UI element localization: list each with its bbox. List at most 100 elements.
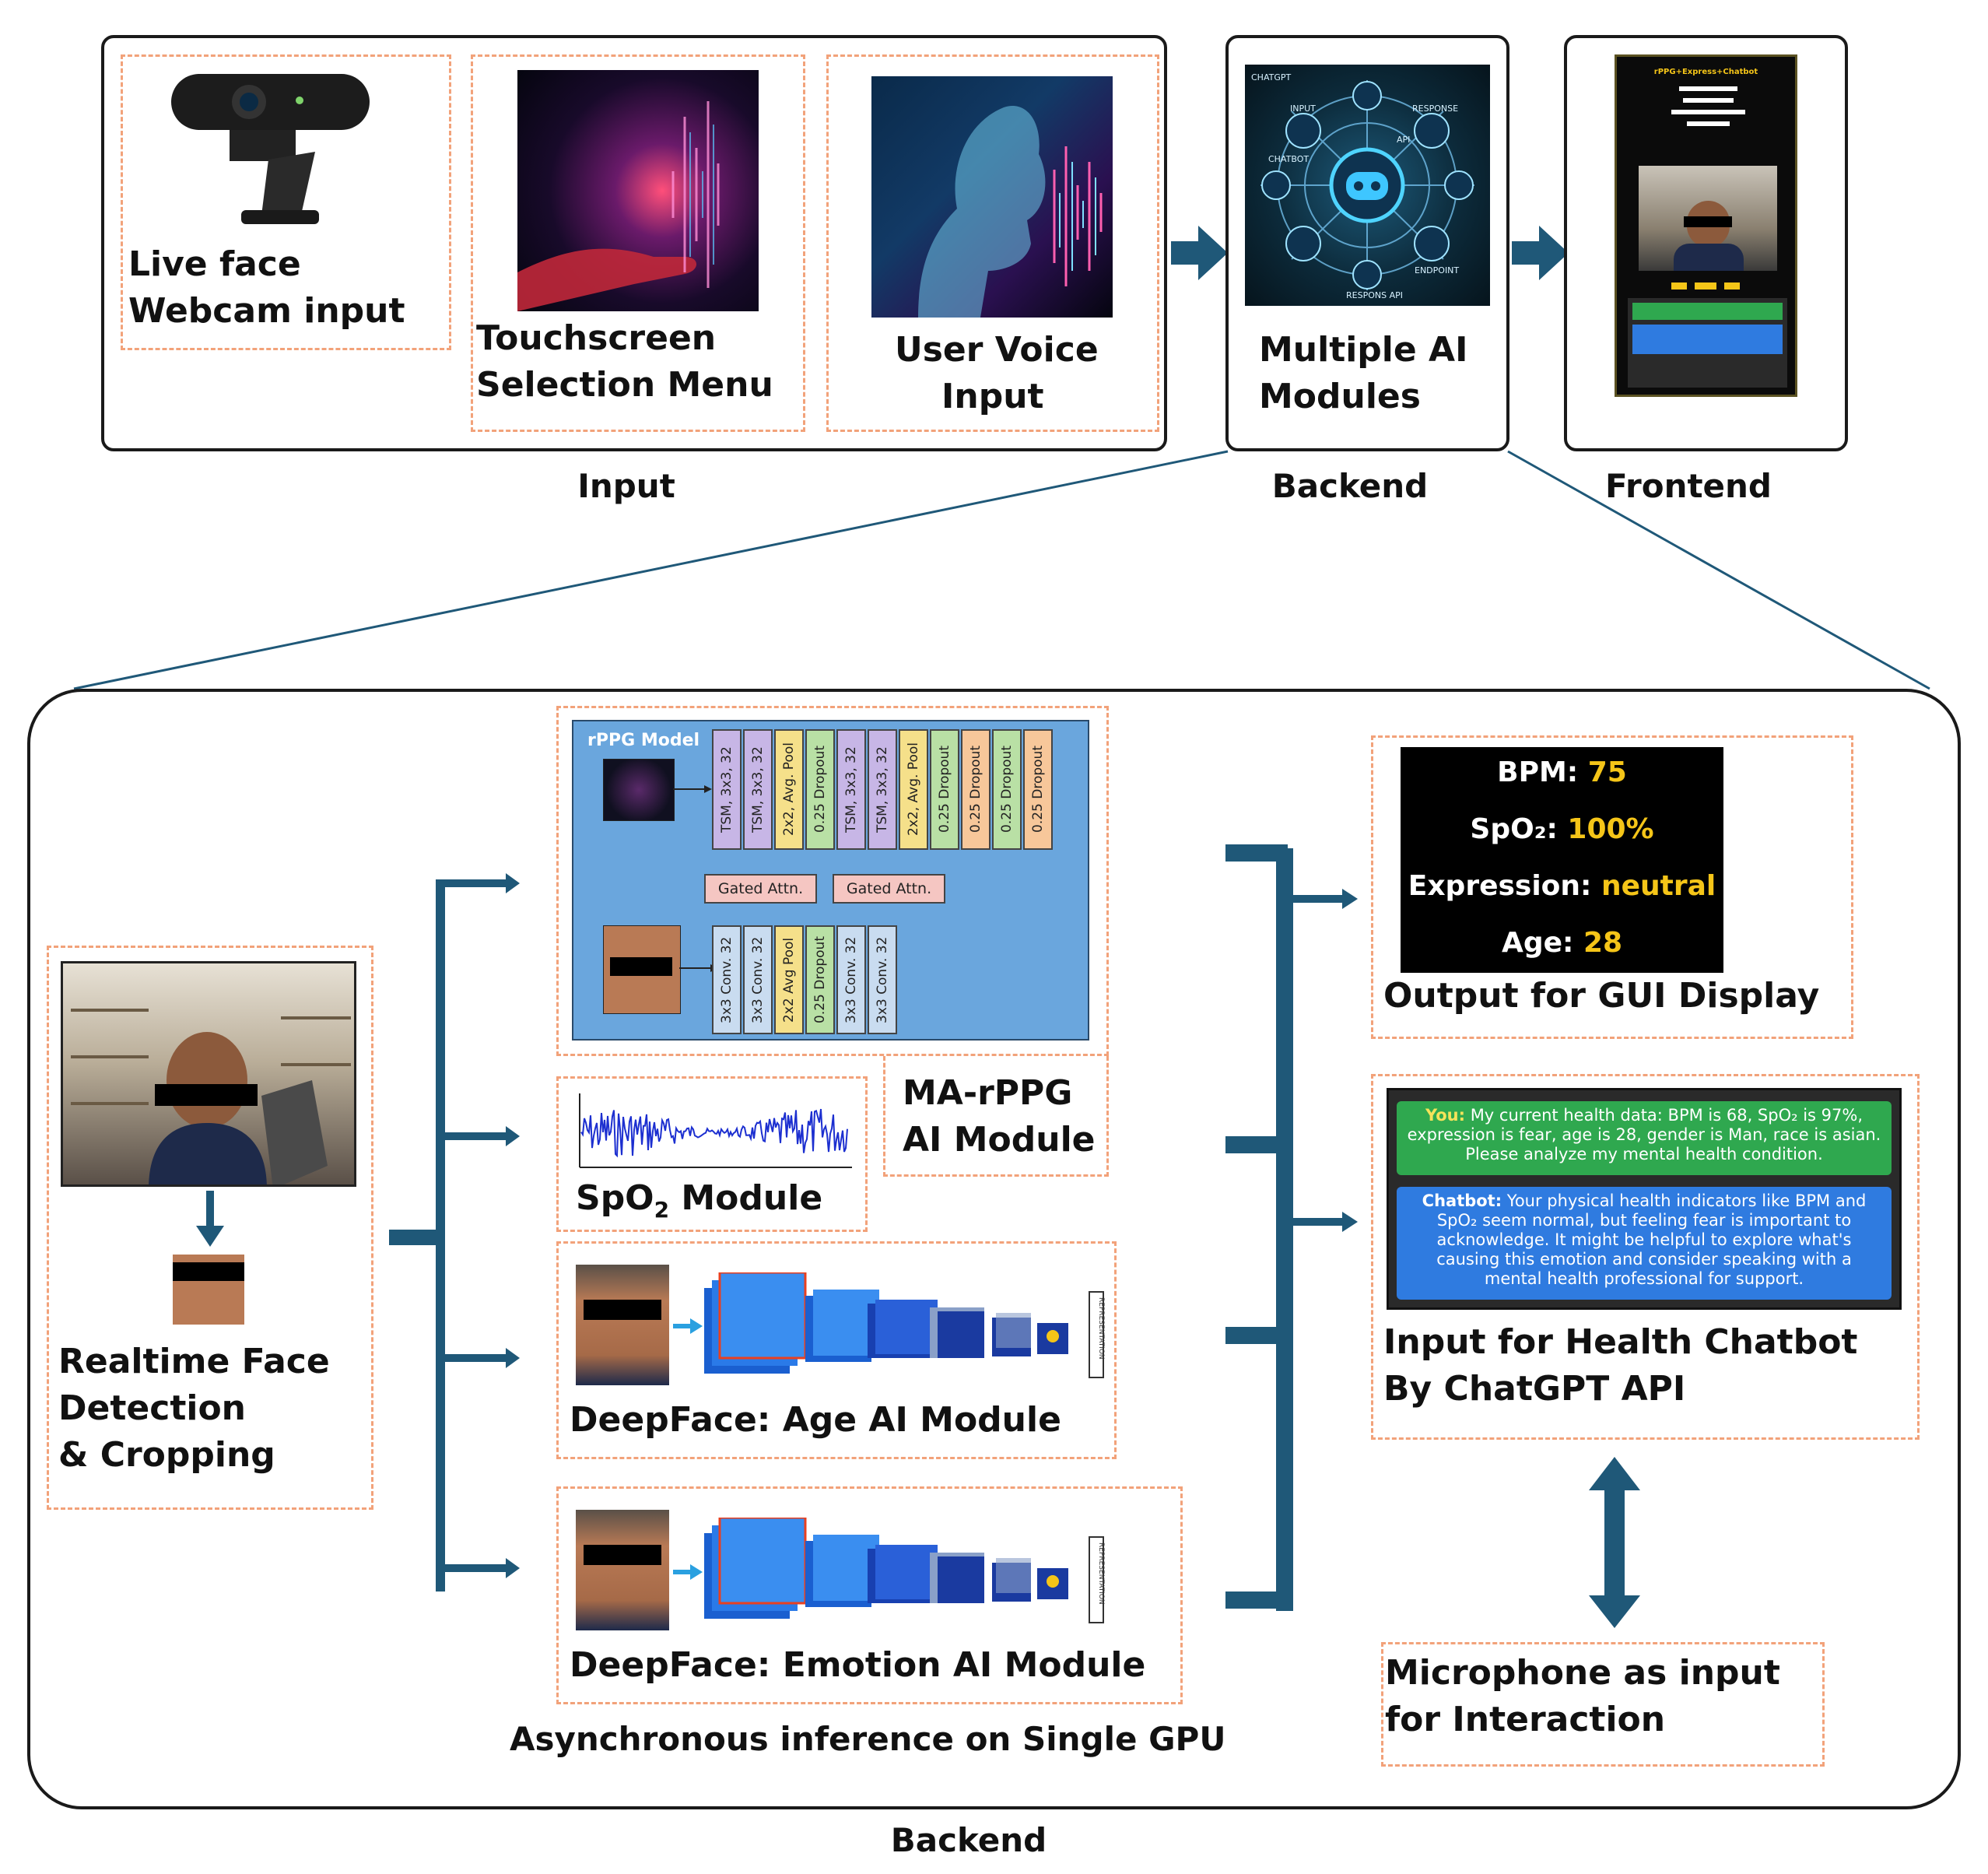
age-arrow [673,1318,703,1334]
gui-output-screen: BPM: 75 SpO₂: 100% Expression: neutral A… [1401,747,1723,973]
chatbot-caption-1: Input for Health Chatbot [1383,1322,1858,1362]
ai-modules-label-1: Multiple AI [1259,330,1468,370]
rppg-layer-t11: 0.25 Dropout [1023,729,1053,850]
chat-user-label: You: [1425,1106,1466,1125]
chat-bot-text: Your physical health indicators like BPM… [1436,1191,1867,1288]
ai-tag-chatgpt: CHATGPT [1251,72,1291,82]
ai-tag-response: RESPONSE [1412,104,1458,114]
spo2-value: 100% [1567,813,1654,845]
chat-user-message: You: My current health data: BPM is 68, … [1397,1101,1892,1175]
face-webcam-frame [61,961,356,1187]
touchscreen-label-1: Touchscreen [476,318,717,358]
rppg-layer-t1: TSM, 3x3, 32 [712,729,742,850]
rppg-layer-t3: 2x2, Avg. Pool [774,729,804,850]
emotion-module-label: DeepFace: Emotion AI Module [570,1645,1146,1685]
age-representation-text: REPRESENTATION [1097,1297,1105,1360]
microphone-box [1381,1642,1825,1767]
rppg-motion-input [603,759,675,821]
webcam-label-2: Webcam input [128,291,405,331]
arrow-backend-to-frontend [1512,226,1569,280]
ai-tag-endpoint: ENDPOINT [1415,265,1459,275]
rppg-model-diagram: rPPG Model TSM, 3x3, 32 TSM, 3x3, 32 2x2… [572,720,1089,1041]
face-detection-box [47,946,373,1510]
age-cnn-diagram: REPRESENTATION [704,1272,1105,1378]
emotion-module-box [556,1486,1183,1704]
voice-image [871,76,1113,318]
voice-label-2: Input [941,377,1044,416]
chatbot-box [1371,1074,1920,1440]
voice-input-box [826,54,1159,432]
rppg-layer-b1: 3x3 Conv. 32 [712,925,742,1034]
rppg-layer-t2: TSM, 3x3, 32 [743,729,773,850]
spo2-module-box [556,1076,868,1232]
gui-output-box [1371,735,1853,1039]
frontend-thumbnail: rPPG+Express+Chatbot [1615,54,1797,397]
spo2-module-label: SpO2 Module [576,1175,822,1234]
webcam-label-1: Live face [128,244,301,284]
arrow-input-to-backend [1171,226,1228,280]
rppg-layer-t5: TSM, 3x3, 32 [836,729,866,850]
emotion-face-image [576,1510,669,1630]
touchscreen-image [517,70,759,311]
rppg-layer-t7: 2x2, Avg. Pool [899,729,928,850]
spo2-output-label: SpO₂: [1470,813,1568,845]
chatbot-mic-double-arrow [1589,1457,1640,1628]
gui-output-caption: Output for GUI Display [1383,976,1820,1016]
bpm-label: BPM: [1497,756,1588,788]
expression-value: neutral [1601,870,1716,902]
ai-tag-api: API [1397,135,1410,145]
emotion-arrow [673,1564,703,1580]
spo2-label-sub: 2 [654,1196,670,1223]
rppg-layer-t10: 0.25 Dropout [992,729,1022,850]
gated-attn-1: Gated Attn. [704,874,817,904]
rppg-appearance-input [603,925,681,1014]
ma-rppg-label-2: AI Module [903,1120,1096,1160]
rppg-layer-t4: 0.25 Dropout [805,729,835,850]
ma-rppg-box [556,706,1109,1056]
face-label-3: & Cropping [58,1435,275,1475]
frontend-caption: Frontend [1605,467,1772,505]
face-label-2: Detection [58,1388,246,1428]
chatbot-caption-2: By ChatGPT API [1383,1369,1686,1409]
cropped-face [173,1255,244,1325]
voice-label-1: User Voice [895,330,1099,370]
frontend-thumb-metrics [1671,86,1745,126]
chat-bot-label: Chatbot: [1422,1191,1502,1210]
bpm-value: 75 [1587,756,1627,788]
rppg-layer-b4: 0.25 Dropout [805,925,835,1034]
chatbot-screen: You: My current health data: BPM is 68, … [1387,1088,1902,1310]
backend-top-caption: Backend [1271,467,1429,505]
age-value: 28 [1583,927,1623,959]
age-line: Age: 28 [1401,927,1723,959]
frontend-thumb-title: rPPG+Express+Chatbot [1653,68,1758,76]
expression-label: Expression: [1408,870,1601,902]
ai-tag-respons-api: RESPONS API [1346,290,1403,300]
rppg-layer-t8: 0.25 Dropout [930,729,959,850]
backend-bottom-caption: Backend [890,1821,1047,1859]
bpm-line: BPM: 75 [1401,756,1723,788]
age-face-image [576,1265,669,1385]
face-crop-arrow [196,1191,224,1247]
rppg-layer-b5: 3x3 Conv. 32 [836,925,866,1034]
ai-tag-input: INPUT [1290,104,1316,114]
gated-attn-2: Gated Attn. [833,874,945,904]
spo2-label-rest: Module [669,1178,823,1218]
ai-modules-image: CHATGPT INPUT CHATBOT RESPONSE API ENDPO… [1245,65,1490,306]
face-label-1: Realtime Face [58,1342,330,1381]
chat-bot-message: Chatbot: Your physical health indicators… [1397,1187,1892,1300]
age-module-box [556,1241,1117,1459]
rppg-layer-t6: TSM, 3x3, 32 [868,729,897,850]
input-caption: Input [577,467,675,505]
zoom-connector-lines [73,450,1930,690]
touchscreen-label-2: Selection Menu [476,365,773,405]
frontend-thumb-video [1639,166,1777,271]
rppg-layer-b6: 3x3 Conv. 32 [868,925,897,1034]
expression-line: Expression: neutral [1401,870,1723,902]
emotion-representation-text: REPRESENTATION [1097,1542,1105,1605]
webcam-icon [171,74,370,224]
touchscreen-input-box [471,54,805,432]
age-output-label: Age: [1501,927,1583,959]
rppg-layer-t9: 0.25 Dropout [961,729,990,850]
emotion-cnn-diagram: REPRESENTATION [704,1518,1105,1623]
mic-caption-2: for Interaction [1385,1700,1666,1739]
